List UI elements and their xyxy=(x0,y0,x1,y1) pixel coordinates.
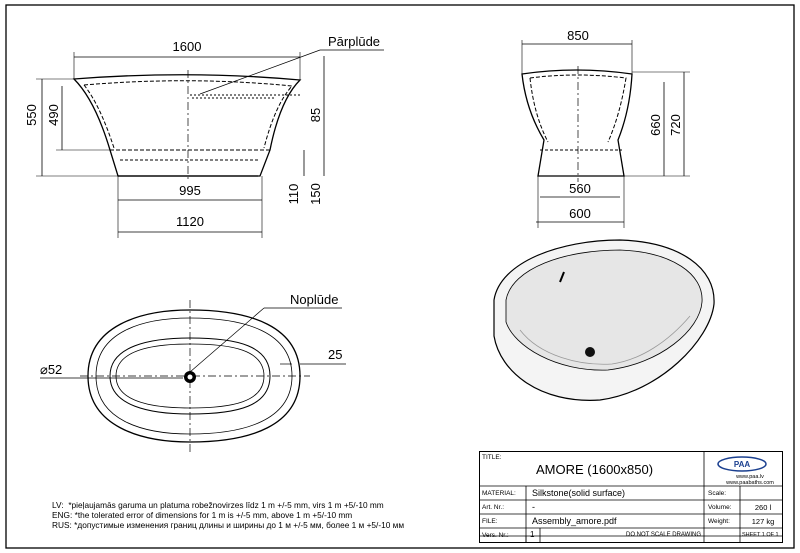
dim-base-outer: 1120 xyxy=(176,214,204,229)
side-view xyxy=(36,49,384,238)
weight-label: Weight: xyxy=(708,518,730,525)
file-label: FILE: xyxy=(482,518,498,525)
weight-value: 127 kg xyxy=(751,517,775,526)
dim-rim-width: 25 xyxy=(328,347,342,362)
volume-value: 260 l xyxy=(754,503,772,512)
web-1: www.paa.lv xyxy=(736,474,764,480)
dim-end-height-outer: 720 xyxy=(668,114,683,136)
isometric-view xyxy=(493,239,715,401)
dim-overall-height: 550 xyxy=(24,104,39,126)
drain-center xyxy=(187,374,193,380)
no-scale-note: DO NOT SCALE DRAWING xyxy=(626,532,702,538)
volume-label: Volume: xyxy=(708,504,732,511)
note-lv: LV: *pieļaujamās garuma un platuma robež… xyxy=(52,500,384,510)
paa-logo-text: PAA xyxy=(734,460,751,469)
dim-top-width: 1600 xyxy=(173,39,202,54)
dim-overflow-depth: 85 xyxy=(308,108,323,122)
title-label: TITLE: xyxy=(482,454,502,461)
drain-label: Noplūde xyxy=(290,292,338,307)
art-label: Art. Nr.: xyxy=(482,504,505,511)
end-view xyxy=(521,40,690,228)
web-2: www.paabaths.com xyxy=(726,480,774,486)
scale-label: Scale: xyxy=(708,490,727,497)
material-label: MATERIAL: xyxy=(482,490,516,497)
file-value: Assembly_amore.pdf xyxy=(532,516,617,526)
dim-base-inner: 995 xyxy=(179,183,201,198)
sheet-border xyxy=(5,4,795,549)
dim-end-base-outer: 600 xyxy=(569,206,591,221)
material-value: Silkstone(solid surface) xyxy=(532,488,626,498)
paa-logo xyxy=(717,456,767,472)
dim-end-top-width: 850 xyxy=(567,28,589,43)
dim-drain-diameter: ⌀52 xyxy=(40,362,62,377)
title-block: TITLE: AMORE (1600x850) www.paa.lv www.p… xyxy=(479,451,783,543)
vers-value: 1 xyxy=(530,530,535,539)
title-block-lines xyxy=(479,451,783,543)
title-value: AMORE (1600x850) xyxy=(536,462,654,477)
sheet-number: SHEET 1 OF 1 xyxy=(742,532,779,538)
vers-label: Vers. Nr.: xyxy=(482,532,509,539)
dim-end-height-inner: 660 xyxy=(648,114,663,136)
dim-base-h2: 150 xyxy=(308,183,323,205)
dim-end-base-inner: 560 xyxy=(569,181,591,196)
note-eng: ENG: *the tolerated error of dimensions … xyxy=(52,510,353,521)
tolerance-notes: LV: *pieļaujamās garuma un platuma robež… xyxy=(52,500,404,531)
art-value: - xyxy=(532,502,535,512)
dim-inner-height: 490 xyxy=(46,104,61,126)
note-rus: RUS: *допустимые изменения границ длины … xyxy=(52,520,405,531)
overflow-label: Pārplūde xyxy=(328,34,380,49)
dim-base-h1: 110 xyxy=(286,184,301,205)
